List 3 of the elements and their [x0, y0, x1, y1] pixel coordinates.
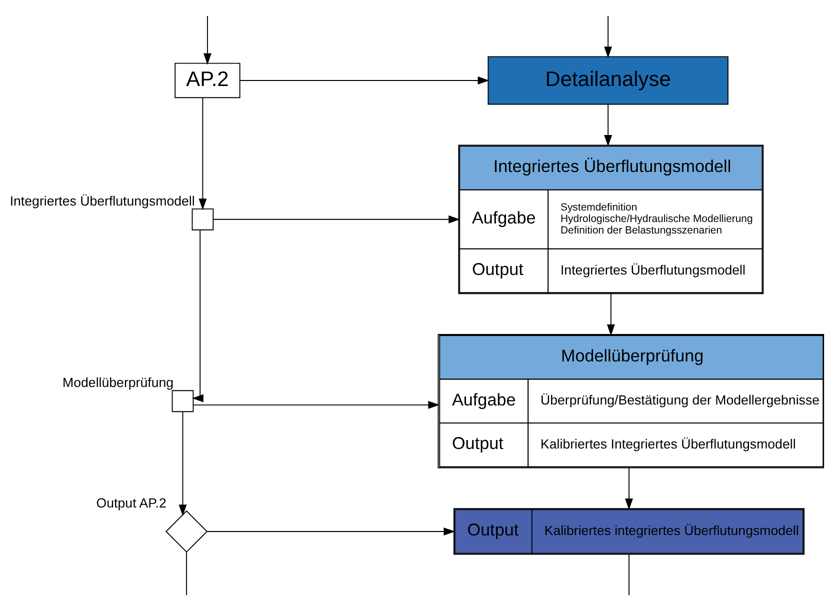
node-label: Modellüberprüfung [62, 374, 174, 390]
node-label: Integriertes Überflutungsmodell [10, 192, 195, 208]
node-label: Output AP.2 [96, 494, 166, 510]
